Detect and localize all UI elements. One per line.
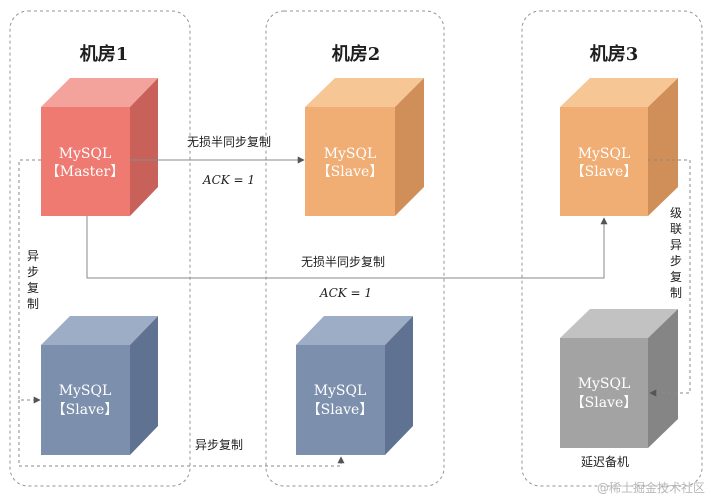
room2-slave-label-role: 【Slave】 <box>317 164 384 180</box>
delayed-backup-cube-side <box>648 309 678 448</box>
room1-slave-cube-front <box>41 345 130 455</box>
room2-boundary <box>265 10 445 487</box>
room2-bottom-slave-cube-front <box>296 345 385 455</box>
room3-slave-label-role: 【Slave】 <box>571 164 638 180</box>
master-label-name: MySQL <box>59 146 112 162</box>
semi-sync-label-1: 无损半同步复制 <box>187 135 271 149</box>
delayed-backup-node: MySQL 【Slave】 <box>560 309 678 448</box>
room2-bottom-slave-label-name: MySQL <box>314 383 367 399</box>
room2-bottom-slave-label-role: 【Slave】 <box>307 402 374 418</box>
async-vertical-char: 制 <box>27 297 39 311</box>
delayed-backup-cube-top <box>560 309 678 338</box>
cascade-char: 复 <box>670 270 682 284</box>
room2-slave-cube-front <box>305 107 395 216</box>
room3-boundary <box>521 10 703 487</box>
room3-slave-label-name: MySQL <box>578 146 631 162</box>
delayed-backup-caption: 延迟备机 <box>581 455 629 469</box>
async-vertical-char: 异 <box>27 249 39 263</box>
async-vertical-char: 步 <box>27 265 39 279</box>
async-vertical-char: 复 <box>27 281 39 295</box>
delayed-backup-label-role: 【Slave】 <box>571 395 638 411</box>
cascade-char: 异 <box>670 238 682 252</box>
room3-title: 机房3 <box>590 43 639 65</box>
room2-slave-cube-side <box>395 78 424 216</box>
cascade-char: 制 <box>670 286 682 300</box>
room3-slave-node: MySQL 【Slave】 <box>560 78 678 216</box>
cascade-char: 级 <box>670 206 682 220</box>
async-vertical-label: 异 步 复 制 <box>27 249 39 311</box>
room2-bottom-slave-cube-top <box>296 316 413 345</box>
room3-slave-cube-front <box>560 107 648 216</box>
async-arrow-room2-bottom <box>18 400 345 467</box>
async-bottom-label: 异步复制 <box>195 438 243 452</box>
watermark: @稀土掘金技术社区 <box>597 480 705 495</box>
room1-slave-label-role: 【Slave】 <box>52 402 119 418</box>
room2-bottom-slave-cube-side <box>385 316 413 455</box>
room1-boundary <box>9 10 191 487</box>
delayed-backup-cube-front <box>560 338 648 448</box>
cascade-arrow <box>648 159 691 397</box>
cascade-label: 级 联 异 步 复 制 <box>670 206 682 300</box>
master-node: MySQL 【Master】 <box>41 78 158 216</box>
room1-title: 机房1 <box>80 43 129 65</box>
cascade-char: 步 <box>670 254 682 268</box>
master-cube-front <box>41 107 130 216</box>
room1-slave-cube-side <box>130 316 158 455</box>
room2-title: 机房2 <box>332 43 381 65</box>
semi-sync-arrow-room3 <box>86 216 608 279</box>
master-label-role: 【Master】 <box>46 164 124 180</box>
room3-slave-cube-top <box>560 78 678 107</box>
room1-slave-label-name: MySQL <box>59 383 112 399</box>
async-arrow-room1 <box>18 159 41 404</box>
room2-slave-cube-top <box>305 78 424 107</box>
master-cube-side <box>130 78 158 216</box>
room1-slave-cube-top <box>41 316 158 345</box>
room2-bottom-slave-node: MySQL 【Slave】 <box>296 316 413 455</box>
master-cube-top <box>41 78 158 107</box>
cascade-char: 联 <box>670 222 682 236</box>
room2-slave-node: MySQL 【Slave】 <box>305 78 424 216</box>
room1-slave-node: MySQL 【Slave】 <box>41 316 158 455</box>
ack-label-2: ACK = 1 <box>319 286 372 300</box>
semi-sync-label-2: 无损半同步复制 <box>301 255 385 269</box>
ack-label-1: ACK = 1 <box>202 173 255 187</box>
room2-slave-label-name: MySQL <box>324 146 377 162</box>
room3-slave-cube-side <box>648 78 678 216</box>
delayed-backup-label-name: MySQL <box>578 376 631 392</box>
